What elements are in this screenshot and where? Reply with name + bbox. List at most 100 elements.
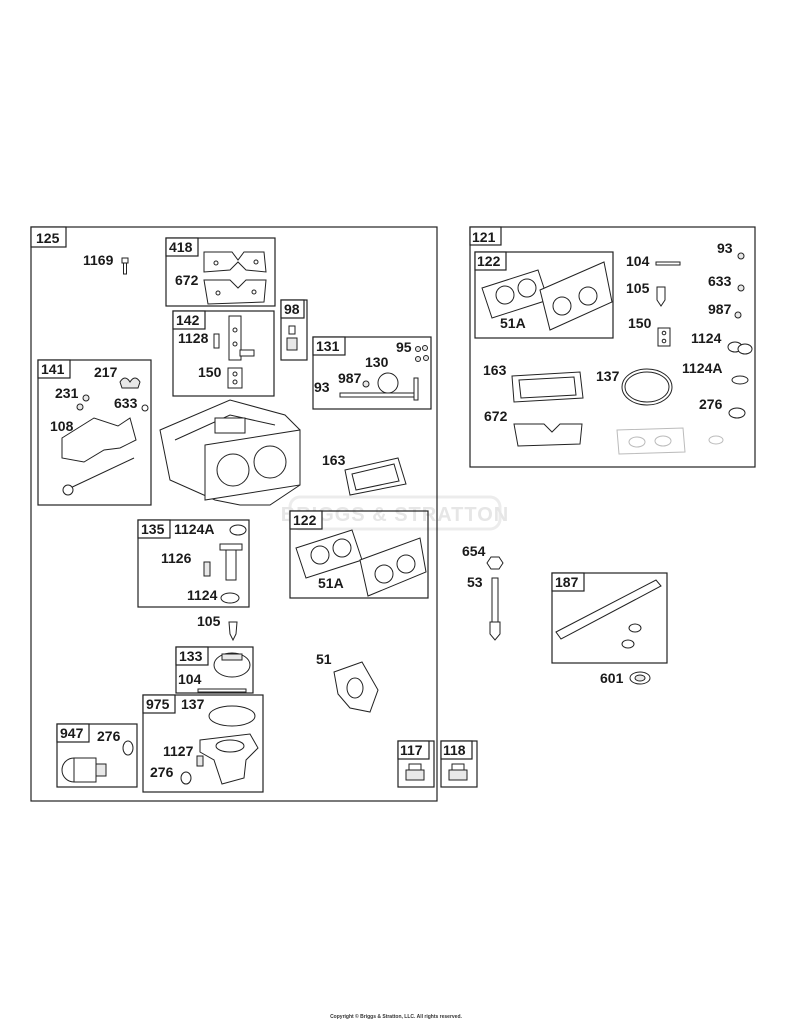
part-987-label: 987	[338, 370, 362, 386]
part-163-gasket[interactable]	[344, 457, 407, 496]
box-label-187: 187	[555, 574, 579, 590]
kit-131[interactable]: 131	[312, 336, 432, 410]
part-672-kit-gasket[interactable]	[513, 423, 583, 447]
part-1124-label: 1124	[187, 587, 218, 603]
part-654-label: 654	[462, 543, 486, 559]
kit-122-main[interactable]: 122	[289, 510, 429, 599]
kit-118[interactable]: 118	[440, 740, 478, 788]
part-133-float[interactable]	[197, 652, 251, 693]
part-1124A-label-kit: 1124A	[682, 360, 722, 376]
part-135-fuel-valve[interactable]	[203, 524, 247, 604]
part-137-label: 137	[181, 696, 205, 712]
part-654-nut[interactable]	[486, 556, 504, 570]
part-1169-label: 1169	[83, 252, 114, 268]
part-231-screws[interactable]	[76, 394, 149, 412]
part-105-kit-needle[interactable]	[656, 286, 666, 307]
part-150-label: 150	[198, 364, 222, 380]
gasket-418-upper[interactable]	[203, 251, 267, 273]
box-label-122-main: 122	[293, 512, 317, 528]
part-122-kit-gaskets[interactable]	[481, 261, 613, 331]
part-105-label-kit: 105	[626, 280, 650, 296]
part-987-kit-washer[interactable]	[734, 311, 742, 319]
part-150-label-kit: 150	[628, 315, 652, 331]
part-150-kit-plate[interactable]	[657, 327, 671, 347]
part-51A-label-kit: 51A	[500, 315, 526, 331]
part-93-label-kit: 93	[717, 240, 733, 256]
part-1124A-label: 1124A	[174, 521, 214, 537]
part-633-kit-washer[interactable]	[737, 284, 745, 292]
part-1128-label: 1128	[178, 330, 209, 346]
kit-187[interactable]: 187	[551, 572, 668, 664]
part-672-label: 672	[175, 272, 199, 288]
part-51A-label: 51A	[318, 575, 344, 591]
carburetor-body[interactable]	[159, 399, 301, 506]
kit-975[interactable]: 975	[142, 694, 264, 793]
kit-122-gasket-set[interactable]: 122	[474, 251, 614, 339]
part-276-label-947: 276	[97, 728, 121, 744]
part-1127-label: 1127	[163, 743, 194, 759]
part-947-solenoid[interactable]	[61, 740, 134, 783]
kit-418[interactable]: 418	[165, 237, 276, 307]
box-label-98: 98	[284, 301, 300, 317]
part-137-label-kit: 137	[596, 368, 620, 384]
part-1128-bracket[interactable]	[213, 315, 255, 361]
part-53-label: 53	[467, 574, 483, 590]
kit-121[interactable]: 121	[469, 226, 756, 468]
box-label-141: 141	[41, 361, 65, 377]
part-217-spring[interactable]	[119, 377, 141, 389]
part-1126-label: 1126	[161, 550, 192, 566]
kit-142[interactable]: 142	[172, 310, 275, 397]
part-108-throttle-shaft[interactable]	[61, 417, 137, 496]
box-label-118: 118	[443, 742, 466, 758]
part-53-stud[interactable]	[489, 577, 501, 641]
assembly-125[interactable]: 125	[30, 226, 438, 802]
part-276-label-kit: 276	[699, 396, 723, 412]
part-163-kit-gasket[interactable]	[511, 371, 584, 403]
box-label-135: 135	[141, 521, 165, 537]
part-104-label: 104	[178, 671, 202, 687]
gasket-418-lower[interactable]	[203, 279, 267, 305]
box-label-125: 125	[36, 230, 60, 246]
part-98-screw[interactable]	[286, 325, 298, 351]
part-105-needle[interactable]	[228, 621, 238, 642]
part-105-label: 105	[197, 613, 221, 629]
part-1124A-kit-ring[interactable]	[731, 375, 749, 385]
part-633-label-kit: 633	[708, 273, 732, 289]
kit-98[interactable]: 98	[280, 299, 308, 361]
kit-117[interactable]: 117	[397, 740, 435, 788]
part-51-label: 51	[316, 651, 332, 667]
watermark-text: BRIGGS & STRATTON	[281, 504, 509, 526]
part-1124-label-kit: 1124	[691, 330, 722, 346]
part-975-float-bowl[interactable]	[180, 705, 259, 785]
part-217-label: 217	[94, 364, 118, 380]
part-276-label-975: 276	[150, 764, 174, 780]
part-276-kit-seal[interactable]	[728, 407, 746, 419]
part-137-kit-oring[interactable]	[621, 368, 673, 406]
part-95-label: 95	[396, 339, 412, 355]
part-163-label-kit: 163	[483, 362, 507, 378]
box-label-117: 117	[400, 742, 423, 758]
kit-133[interactable]: 133	[175, 646, 254, 694]
kit-947[interactable]: 947	[56, 723, 138, 788]
part-104-label-kit: 104	[626, 253, 650, 269]
box-label-975: 975	[146, 696, 170, 712]
part-633-label: 633	[114, 395, 138, 411]
part-51-adapter[interactable]	[333, 661, 379, 713]
part-1124-kit-seals[interactable]	[727, 341, 753, 355]
part-104-kit-pin[interactable]	[655, 261, 681, 266]
part-1169-bolt[interactable]	[121, 257, 129, 275]
part-130-label: 130	[365, 354, 389, 370]
box-label-418: 418	[169, 239, 193, 255]
box-label-133: 133	[179, 648, 203, 664]
part-150-plate[interactable]	[227, 367, 243, 389]
part-601-label: 601	[600, 670, 624, 686]
part-93-kit-washer[interactable]	[737, 252, 745, 260]
box-label-131: 131	[316, 338, 340, 354]
part-601-clamp[interactable]	[629, 671, 651, 685]
part-122-gaskets[interactable]	[295, 529, 427, 597]
part-231-label: 231	[55, 385, 79, 401]
kit-135[interactable]: 135	[137, 519, 250, 608]
part-131-shaft[interactable]	[339, 345, 429, 401]
kit-141[interactable]: 141	[37, 359, 152, 506]
